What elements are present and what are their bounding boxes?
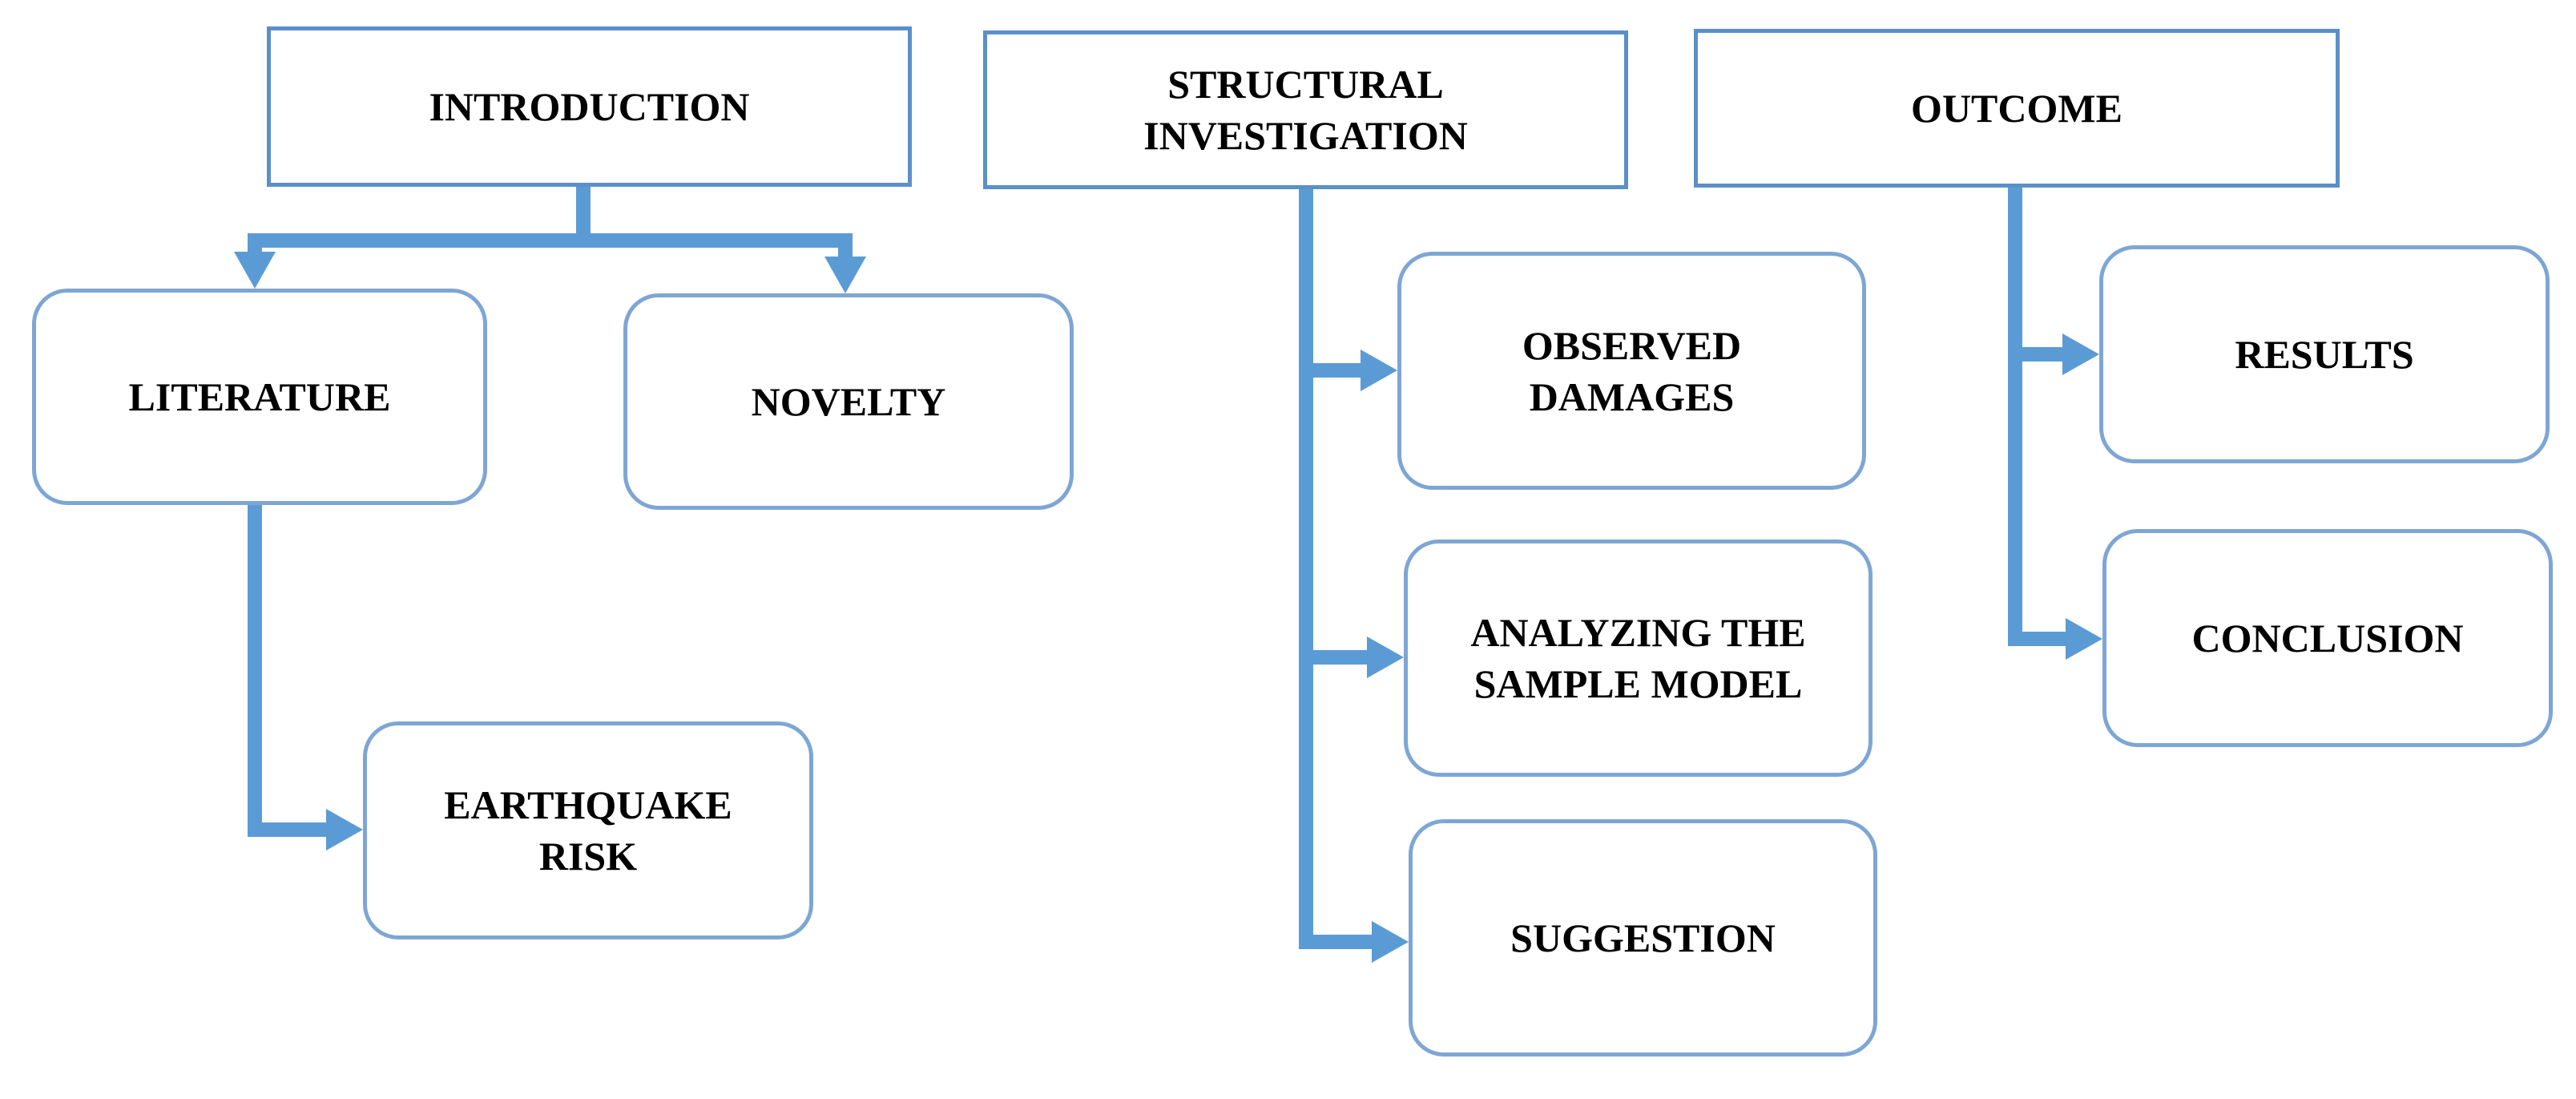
literature-box: LITERATURE	[32, 289, 487, 505]
observed-damages-label: OBSERVED DAMAGES	[1522, 322, 1742, 419]
novelty-box: NOVELTY	[623, 293, 1074, 510]
observed-damages-arrow	[1361, 349, 1397, 391]
structural-investigation-box: STRUCTURAL INVESTIGATION	[983, 30, 1628, 189]
results-label: RESULTS	[2235, 332, 2414, 377]
earthquake-risk-label: EARTHQUAKE RISK	[444, 782, 732, 879]
outcome-label: OUTCOME	[1911, 86, 2122, 131]
outcome-box: OUTCOME	[1694, 29, 2340, 188]
earthquake-risk-box: EARTHQUAKE RISK	[363, 721, 813, 939]
literature-label: LITERATURE	[128, 374, 391, 419]
analyzing-sample-model-box: ANALYZING THE SAMPLE MODEL	[1404, 539, 1873, 777]
introduction-label: INTRODUCTION	[429, 84, 750, 129]
conclusion-label: CONCLUSION	[2191, 616, 2464, 661]
introduction-box: INTRODUCTION	[267, 26, 912, 187]
earthquake-risk-arrow	[326, 809, 363, 851]
analyzing-sample-model-label: ANALYZING THE SAMPLE MODEL	[1470, 610, 1806, 706]
analyzing-arrow	[1367, 636, 1404, 678]
suggestion-arrow	[1372, 921, 1409, 963]
literature-arrow	[234, 252, 276, 289]
novelty-arrow	[824, 257, 866, 293]
conclusion-arrow	[2066, 618, 2102, 660]
conclusion-box: CONCLUSION	[2102, 529, 2553, 747]
results-box: RESULTS	[2099, 245, 2550, 463]
structural-investigation-label: STRUCTURAL INVESTIGATION	[1143, 62, 1468, 158]
observed-damages-box: OBSERVED DAMAGES	[1397, 252, 1866, 490]
suggestion-label: SUGGESTION	[1510, 915, 1776, 960]
novelty-label: NOVELTY	[751, 379, 946, 424]
results-arrow	[2062, 333, 2099, 375]
suggestion-box: SUGGESTION	[1409, 819, 1877, 1057]
